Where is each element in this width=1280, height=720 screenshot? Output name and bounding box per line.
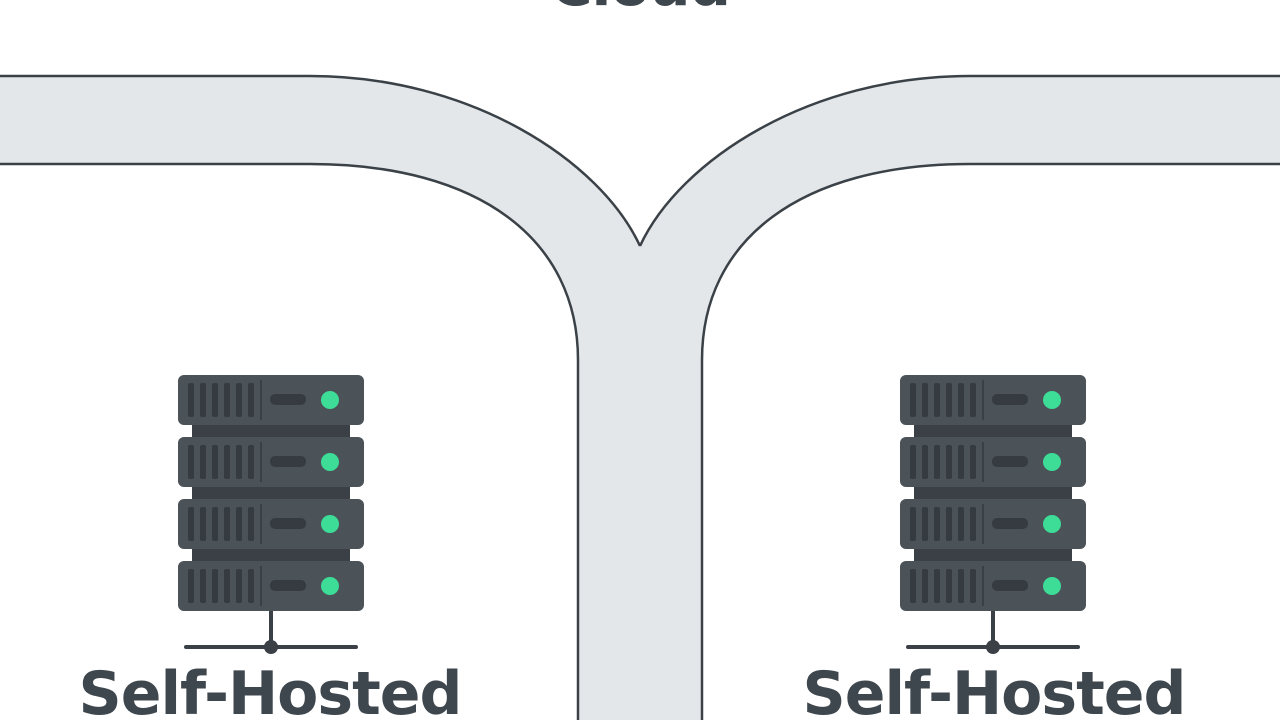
fork-outline-top-right [638, 74, 1280, 247]
cloud-label: Cloud [0, 0, 1280, 14]
fork-outline-inner-left [0, 162, 580, 720]
self-hosted-right-label: Self-Hosted [802, 659, 1187, 720]
server-rack-icon [900, 375, 1086, 654]
fork-outline-top-left [0, 74, 642, 247]
server-rack-icon [178, 375, 364, 654]
self-hosted-left-label: Self-Hosted [78, 659, 463, 720]
fork-outline-inner-right [700, 162, 1280, 720]
fork-path-fill [0, 76, 1280, 720]
